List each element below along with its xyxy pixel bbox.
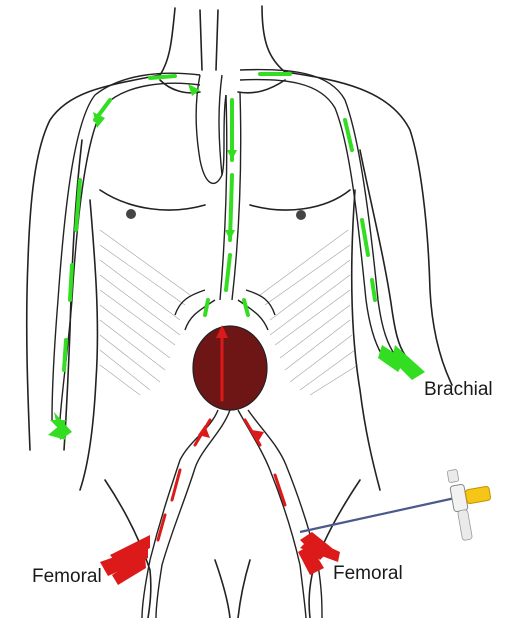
label-femoral-right: Femoral	[333, 563, 403, 585]
catheter-icon	[300, 469, 491, 540]
body-outline	[27, 6, 452, 618]
lower-arteries	[142, 410, 322, 618]
label-femoral-left: Femoral	[32, 566, 102, 588]
label-brachial: Brachial	[424, 379, 493, 401]
aneurysm-sac	[193, 326, 267, 410]
